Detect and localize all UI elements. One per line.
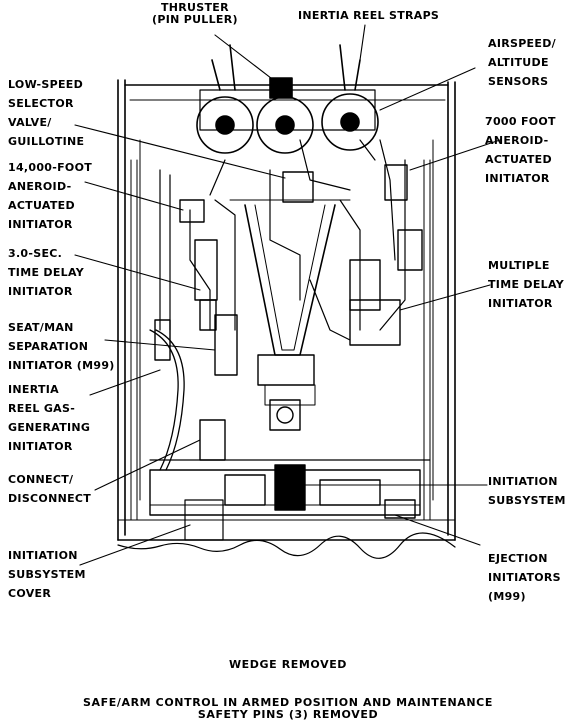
plumbing-lines [159,139,406,341]
label-inertia-reel-straps: INERTIA REEL STRAPS [298,9,440,22]
label-7000-aneroid: 7000 FOOT ANEROID- ACTUATED INITIATOR [485,115,556,185]
initiation-subsystem-hardware [149,464,421,541]
label-14000-aneroid: 14,000-FOOT ANEROID- ACTUATED INITIATOR [8,161,93,231]
inertia-reel-assembly [196,44,379,154]
center-harness [229,199,351,386]
coiled-hose [149,329,185,471]
caption-wedge-removed: WEDGE REMOVED [228,658,348,671]
leader-lines [74,24,501,566]
label-initiation-subsystem-cover: INITIATION SUBSYSTEM COVER [8,549,86,600]
label-initiation-subsystem: INITIATION SUBSYSTEM [488,475,566,507]
label-multiple-time-delay: MULTIPLE TIME DELAY INITIATOR [488,259,564,310]
label-thruster: THRUSTER (PIN PULLER) [152,1,238,26]
components [154,164,423,461]
label-inertia-reel-gas: INERTIA REEL GAS- GENERATING INITIATOR [8,383,91,453]
label-connect-disconnect: CONNECT/ DISCONNECT [8,473,92,505]
label-3sec-time-delay: 3.0-SEC. TIME DELAY INITIATOR [8,247,84,298]
label-seat-man-separation: SEAT/MAN SEPARATION INITIATOR (M99) [8,321,115,372]
label-low-speed-selector: LOW-SPEED SELECTOR VALVE/ GUILLOTINE [8,78,85,148]
label-ejection-initiators: EJECTION INITIATORS (M99) [488,552,561,603]
label-airspeed-altitude-sensors: AIRSPEED/ ALTITUDE SENSORS [488,37,556,88]
caption-safe-arm: SAFE/ARM CONTROL IN ARMED POSITION AND M… [83,696,493,721]
